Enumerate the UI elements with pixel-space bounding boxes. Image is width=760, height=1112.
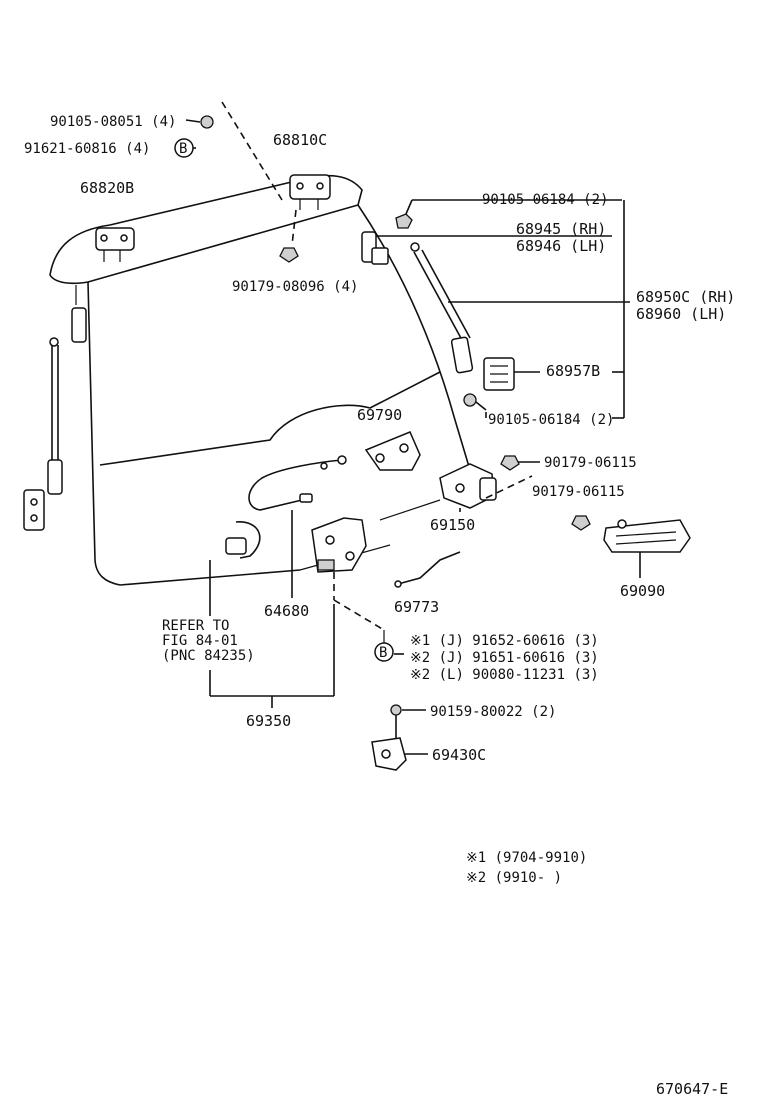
nut-90179-06115-b-icon (571, 515, 591, 531)
bracket-68957b (483, 357, 515, 391)
bolt-90105-06184-top-icon (395, 199, 413, 229)
left-gas-stay (47, 337, 63, 495)
legend-1: ※1 (9704-9910) (466, 850, 587, 866)
actuator-69150 (439, 463, 497, 509)
label-b-note-3: ※2 (L) 90080-11231 (3) (410, 667, 599, 683)
rod-69773 (394, 551, 461, 588)
leader-lines (184, 147, 641, 755)
label-90105-06184-bottom: 90105-06184 (2) (488, 412, 614, 428)
striker-69430c (371, 737, 407, 771)
label-refer-fig: FIG 84-01 (162, 633, 238, 649)
hinge-68820b (95, 227, 135, 262)
label-69090: 69090 (620, 582, 665, 600)
label-69150: 69150 (430, 516, 475, 534)
callout-b-top: B (174, 138, 194, 158)
label-refer-pnc: (PNC 84235) (162, 648, 255, 664)
label-69350: 69350 (246, 712, 291, 730)
label-91621-60816: 91621-60816 (4) (24, 141, 150, 157)
label-90105-06184-top: 90105-06184 (2) (482, 192, 608, 208)
nut-90179-08096-icon (279, 209, 299, 263)
callout-b-top-label: B (179, 141, 187, 157)
label-90159-80022: 90159-80022 (2) (430, 704, 556, 720)
screw-90159-80022-icon (390, 704, 402, 740)
lock-assembly-69350 (311, 517, 367, 573)
left-hinge-bracket (71, 285, 87, 343)
label-90105-08051: 90105-08051 (4) (50, 114, 176, 130)
label-b-note-2: ※2 (J) 91651-60616 (3) (410, 650, 599, 666)
label-68960: 68960 (LH) (636, 305, 726, 323)
handle-69090 (603, 519, 691, 553)
part-labels: 90105-08051 (4) 91621-60816 (4) 68810C 6… (24, 114, 735, 1098)
label-90179-06115-b: 90179-06115 (532, 484, 625, 500)
legend-2: ※2 (9910- ) (466, 870, 562, 886)
label-90179-06115-a: 90179-06115 (544, 455, 637, 471)
label-b-note-1: ※1 (J) 91652-60616 (3) (410, 633, 599, 649)
label-68957b: 68957B (546, 362, 600, 380)
label-69430c: 69430C (432, 746, 486, 764)
striker-69790 (364, 431, 421, 471)
hinge-68945-bracket (361, 231, 389, 265)
harness-connector (225, 521, 261, 559)
label-68945: 68945 (RH) (516, 220, 606, 238)
label-68820b: 68820B (80, 179, 134, 197)
label-68950c: 68950C (RH) (636, 288, 735, 306)
label-69790: 69790 (357, 406, 402, 424)
label-69773: 69773 (394, 598, 439, 616)
cable-64680 (248, 455, 347, 511)
left-stay-bracket (23, 489, 45, 531)
hinge-68810c (289, 174, 331, 210)
gas-stay-68950c (410, 242, 474, 374)
label-68810c: 68810C (273, 131, 327, 149)
callout-b-bottom: B (374, 642, 394, 662)
bolt-90105-08051-icon (185, 115, 214, 129)
label-90179-08096: 90179-08096 (4) (232, 279, 358, 295)
label-refer-to: REFER TO (162, 618, 229, 634)
bolt-90105-06184-bottom-icon (463, 393, 487, 411)
label-68946: 68946 (LH) (516, 237, 606, 255)
nut-90179-06115-a-icon (500, 455, 520, 471)
callout-b-bottom-label: B (379, 645, 387, 661)
label-64680: 64680 (264, 602, 309, 620)
diagram-code: 670647-E (656, 1080, 728, 1098)
